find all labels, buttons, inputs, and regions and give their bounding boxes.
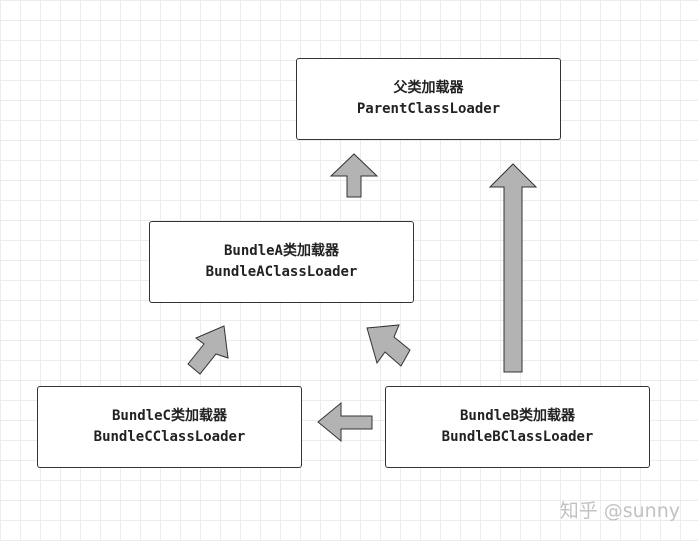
parent-classloader-box: 父类加载器 ParentClassLoader — [296, 58, 561, 140]
bundleC-classloader-title: BundleC类加载器 — [111, 408, 227, 424]
parent-classloader-subtitle: ParentClassLoader — [356, 101, 501, 117]
arrow-bundleB-to-bundleC — [317, 401, 373, 443]
bundleA-classloader-subtitle: BundleAClassLoader — [205, 264, 358, 280]
bundleA-classloader-title: BundleA类加载器 — [223, 243, 339, 259]
bundleA-classloader-box: BundleA类加载器 BundleAClassLoader — [149, 221, 414, 303]
zhihu-watermark: 知乎 @sunny — [559, 500, 680, 522]
bundleC-classloader-subtitle: BundleCClassLoader — [93, 429, 246, 445]
arrow-bundleB-to-bundleA — [366, 324, 411, 367]
bundleB-classloader-subtitle: BundleBClassLoader — [441, 429, 594, 445]
bundleB-classloader-box: BundleB类加载器 BundleBClassLoader — [385, 386, 650, 468]
bundleB-classloader-title: BundleB类加载器 — [459, 408, 575, 424]
arrow-bundleC-to-bundleA — [187, 325, 229, 375]
arrow-bundleA-to-parent — [329, 153, 379, 198]
arrow-bundleB-to-parent — [488, 163, 538, 373]
parent-classloader-title: 父类加载器 — [393, 80, 464, 96]
bundleC-classloader-box: BundleC类加载器 BundleCClassLoader — [37, 386, 302, 468]
